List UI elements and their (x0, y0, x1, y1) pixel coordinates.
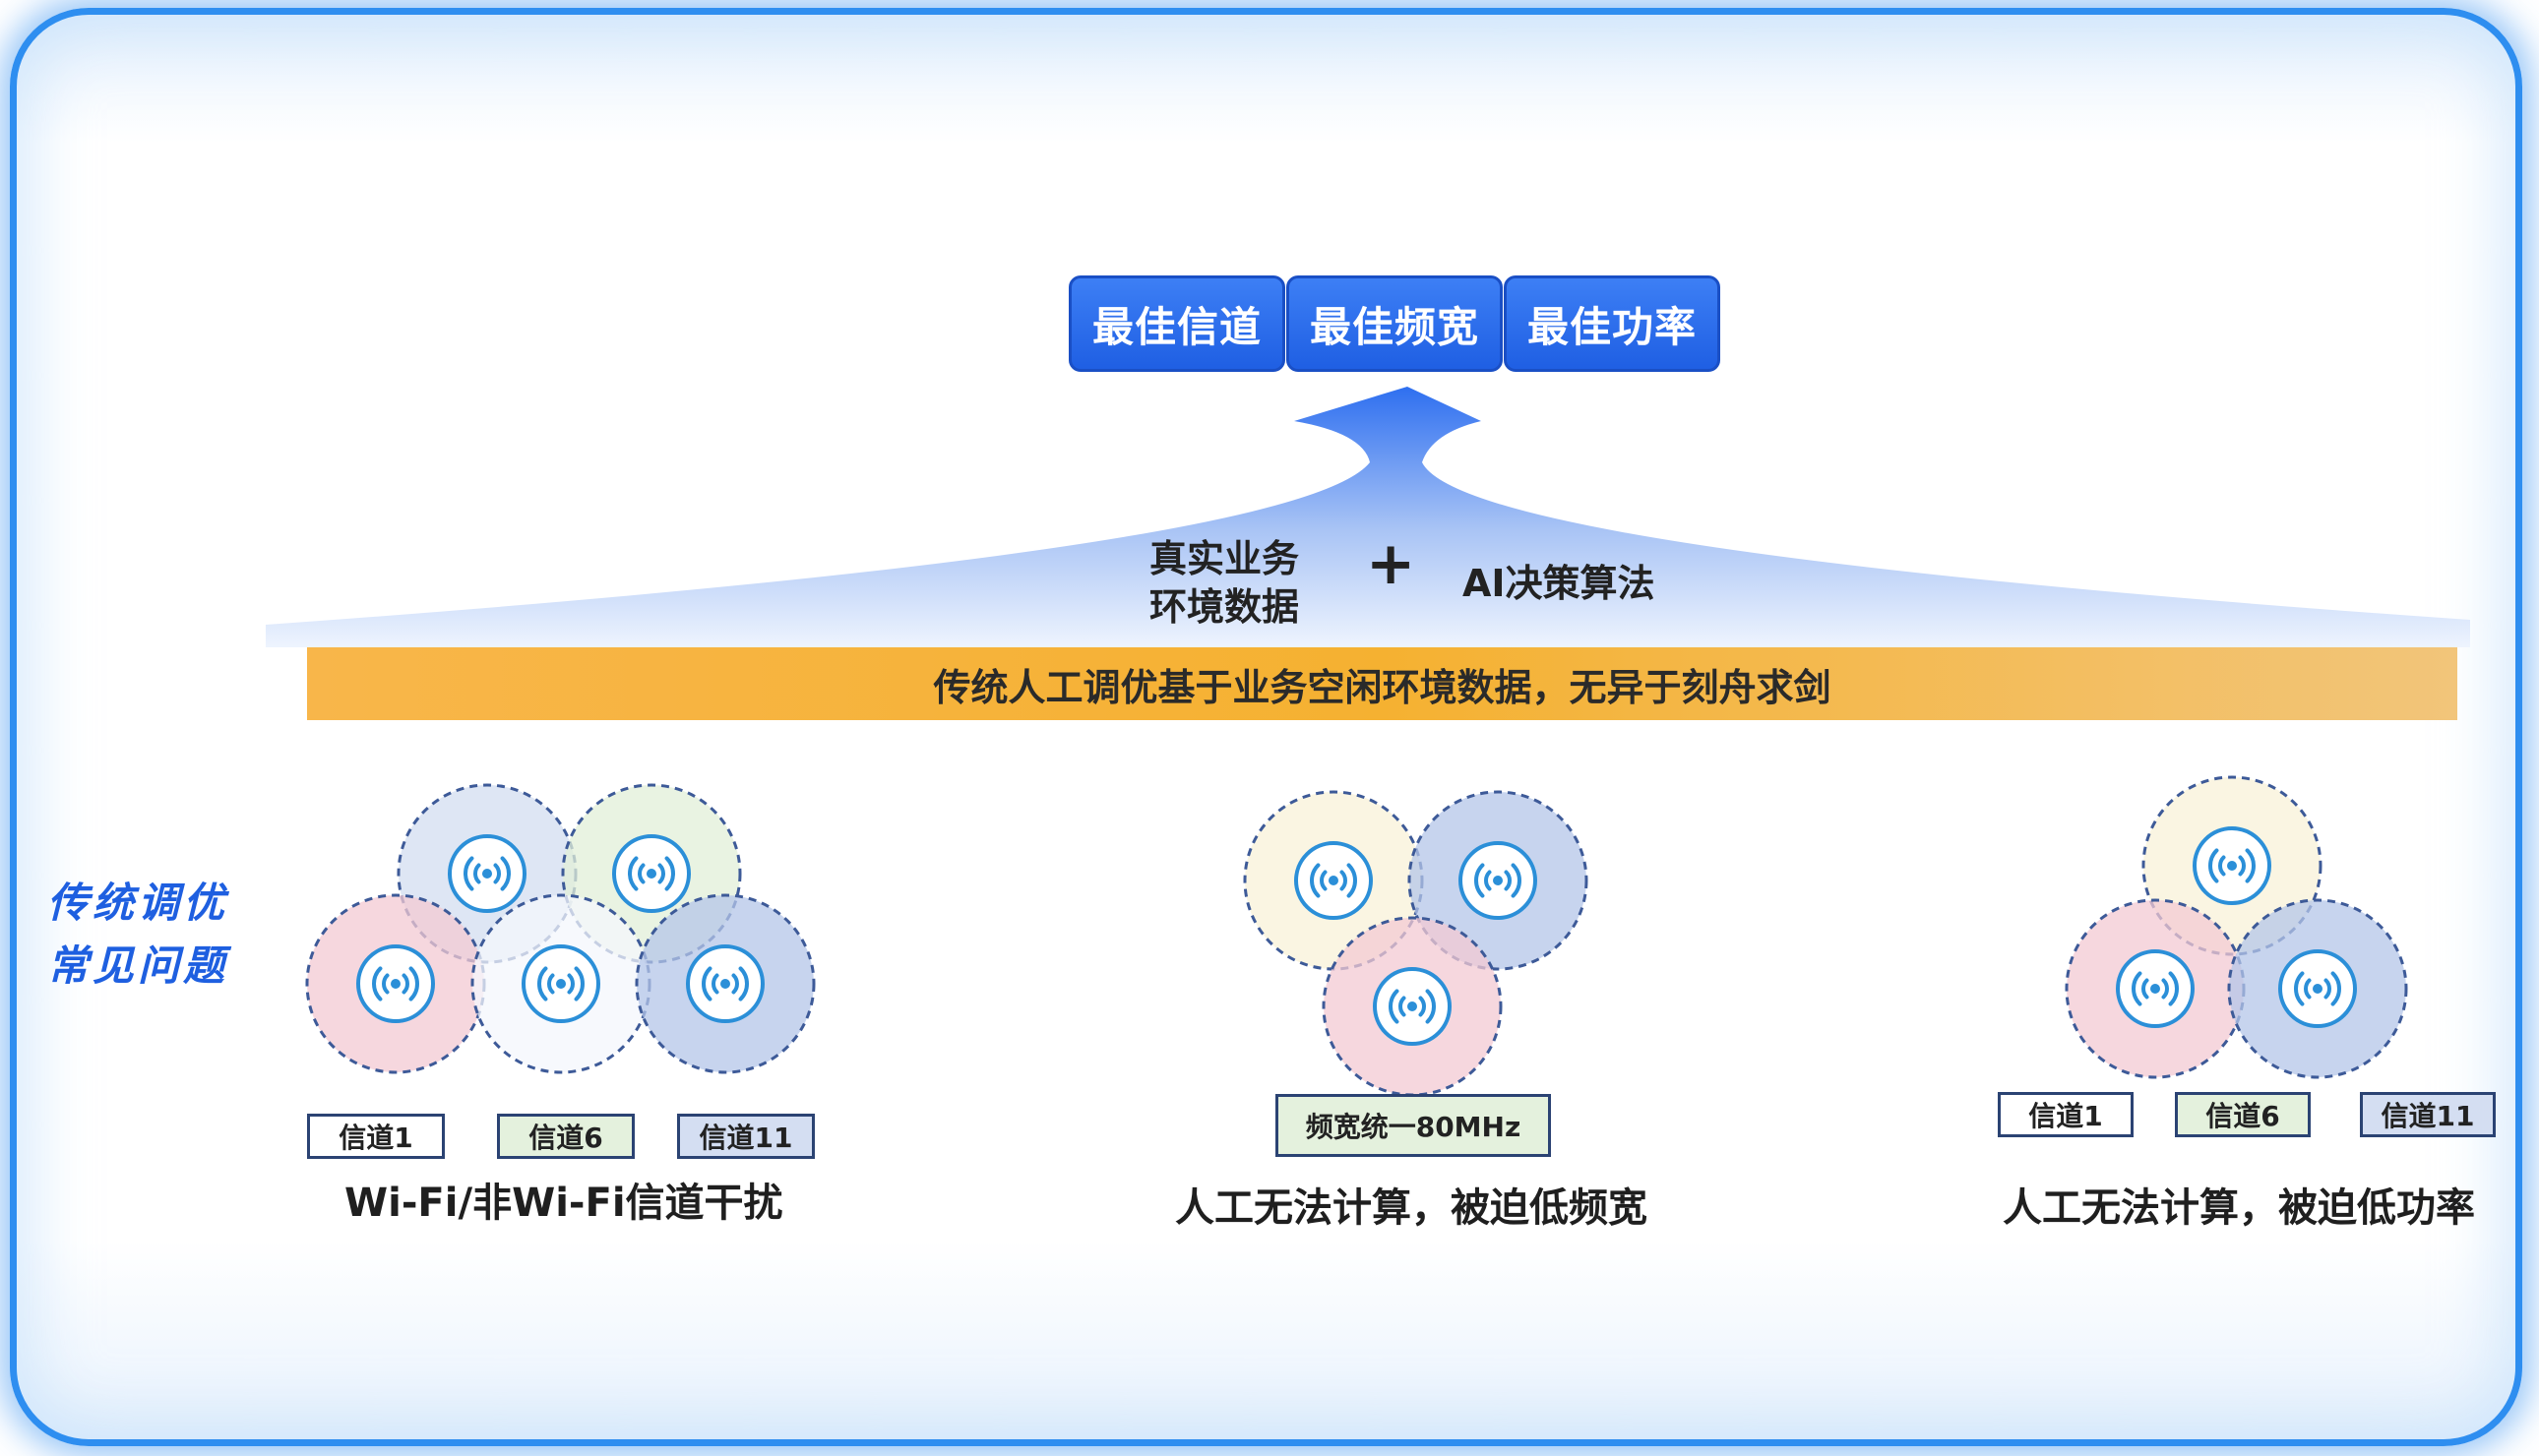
wifi-ap-icon (686, 944, 765, 1023)
outer-frame (10, 8, 2522, 1446)
ai-algorithm-label: AI决策算法 (1462, 562, 1655, 605)
plus-sign: + (1366, 529, 1416, 598)
caption-channel-interference: Wi-Fi/非Wi-Fi信道干扰 (344, 1181, 783, 1226)
tag-channel-6-b: 信道6 (2175, 1092, 2311, 1137)
wifi-ap-icon (2278, 949, 2357, 1028)
wifi-ap-icon (2116, 949, 2195, 1028)
best-bandwidth-box: 最佳频宽 (1286, 275, 1503, 372)
data-label-line1: 真实业务 (1149, 537, 1300, 580)
wifi-ap-icon (522, 944, 600, 1023)
data-label-line2: 环境数据 (1149, 585, 1300, 629)
tag-bandwidth-80mhz: 频宽统一80MHz (1275, 1094, 1551, 1157)
wifi-ap-icon (2193, 826, 2271, 905)
wifi-ap-icon (1458, 841, 1537, 920)
best-power-box: 最佳功率 (1504, 275, 1720, 372)
side-label-line2: 常见问题 (47, 941, 229, 990)
wifi-ap-icon (356, 944, 435, 1023)
wifi-ap-icon (448, 834, 526, 913)
wifi-ap-icon (1373, 967, 1452, 1046)
tag-channel-1-b: 信道1 (1998, 1092, 2134, 1137)
best-channel-box: 最佳信道 (1069, 275, 1285, 372)
traditional-tuning-banner: 传统人工调优基于业务空闲环境数据，无异于刻舟求剑 (307, 647, 2457, 720)
wifi-ap-icon (1294, 841, 1373, 920)
tag-channel-11: 信道11 (677, 1114, 815, 1159)
tag-channel-6: 信道6 (497, 1114, 635, 1159)
caption-low-power: 人工无法计算，被迫低功率 (2003, 1185, 2475, 1231)
tag-channel-11-b: 信道11 (2360, 1092, 2496, 1137)
tag-channel-1: 信道1 (307, 1114, 445, 1159)
side-label-line1: 传统调优 (47, 879, 229, 927)
caption-low-bandwidth: 人工无法计算，被迫低频宽 (1175, 1185, 1647, 1231)
banner-text: 传统人工调优基于业务空闲环境数据，无异于刻舟求剑 (933, 665, 1831, 709)
wifi-ap-icon (612, 834, 691, 913)
